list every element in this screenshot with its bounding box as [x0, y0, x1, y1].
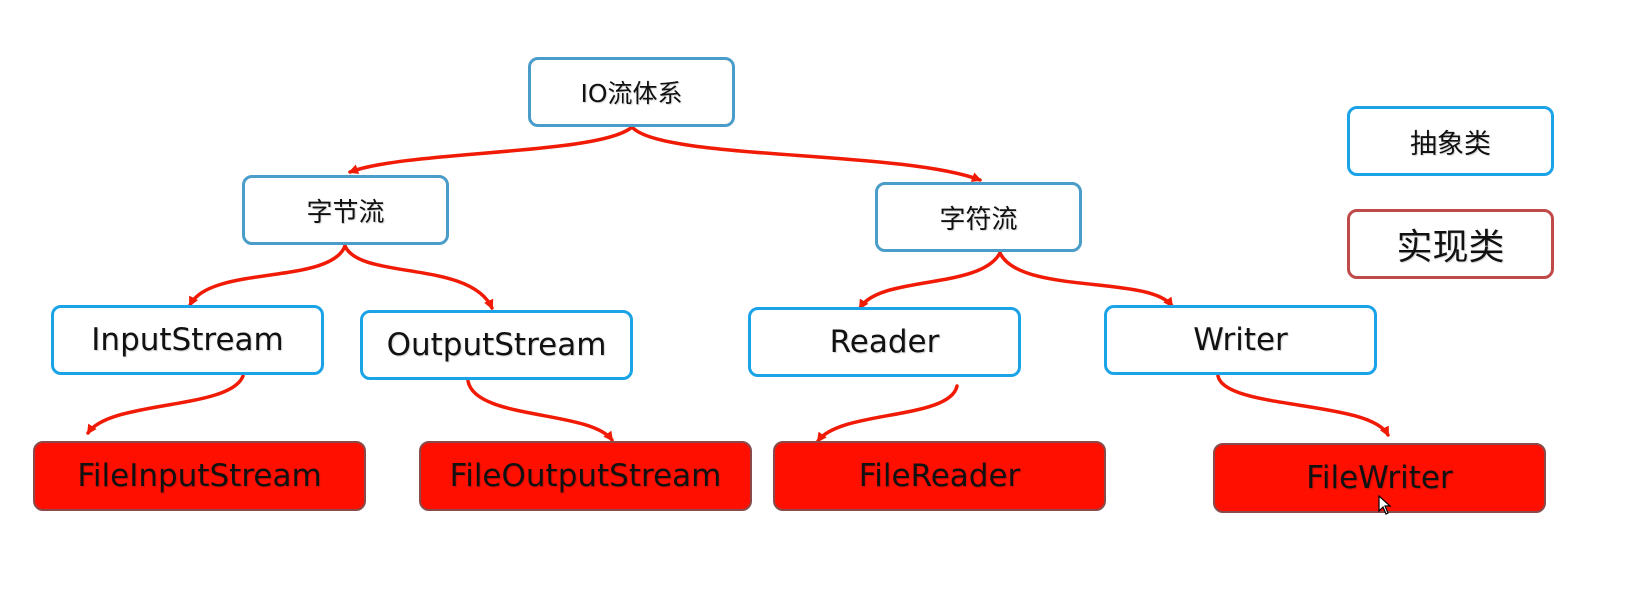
arrow-byte-to-outputstream: [343, 244, 494, 310]
io-system-label: IO流体系: [580, 79, 683, 108]
byte-stream-node: 字节流: [242, 175, 449, 245]
writer-node: Writer: [1104, 305, 1377, 375]
outputstream-label: OutputStream: [386, 327, 607, 363]
filereader-node: FileReader: [773, 441, 1106, 511]
arrow-char-to-reader: [858, 251, 1002, 310]
outputstream-node: OutputStream: [360, 310, 633, 380]
reader-node: Reader: [748, 307, 1021, 377]
inputstream-label: InputStream: [91, 322, 284, 358]
arrow-outputstream-to-fileoutputstream: [466, 379, 614, 442]
byte-stream-label: 字节流: [306, 197, 385, 228]
arrow-inputstream-to-fileinputstream: [86, 374, 245, 435]
fileoutputstream-node: FileOutputStream: [419, 441, 752, 511]
legend-abstract-class: 抽象类: [1347, 106, 1554, 176]
mouse-cursor-icon: [1378, 495, 1392, 515]
char-stream-node: 字符流: [875, 182, 1082, 252]
arrow-byte-to-inputstream: [188, 244, 347, 307]
writer-label: Writer: [1193, 322, 1288, 358]
legend-impl-class: 实现类: [1347, 209, 1554, 279]
char-stream-label: 字符流: [939, 204, 1018, 235]
reader-label: Reader: [829, 324, 940, 360]
arrow-writer-to-filewriter: [1216, 374, 1390, 437]
legend-abstract-label: 抽象类: [1410, 128, 1491, 160]
filereader-label: FileReader: [858, 458, 1021, 494]
io-system-node: IO流体系: [528, 57, 735, 127]
fileinputstream-label: FileInputStream: [77, 458, 322, 494]
arrow-char-to-writer: [998, 251, 1174, 308]
fileoutputstream-label: FileOutputStream: [449, 458, 722, 494]
arrow-reader-to-filereader: [816, 384, 959, 443]
fileinputstream-node: FileInputStream: [33, 441, 366, 511]
filewriter-label: FileWriter: [1306, 460, 1453, 496]
inputstream-node: InputStream: [51, 305, 324, 375]
arrow-root-to-char-stream: [630, 125, 982, 182]
legend-impl-label: 实现类: [1396, 227, 1505, 268]
arrow-root-to-byte-stream: [348, 125, 634, 174]
